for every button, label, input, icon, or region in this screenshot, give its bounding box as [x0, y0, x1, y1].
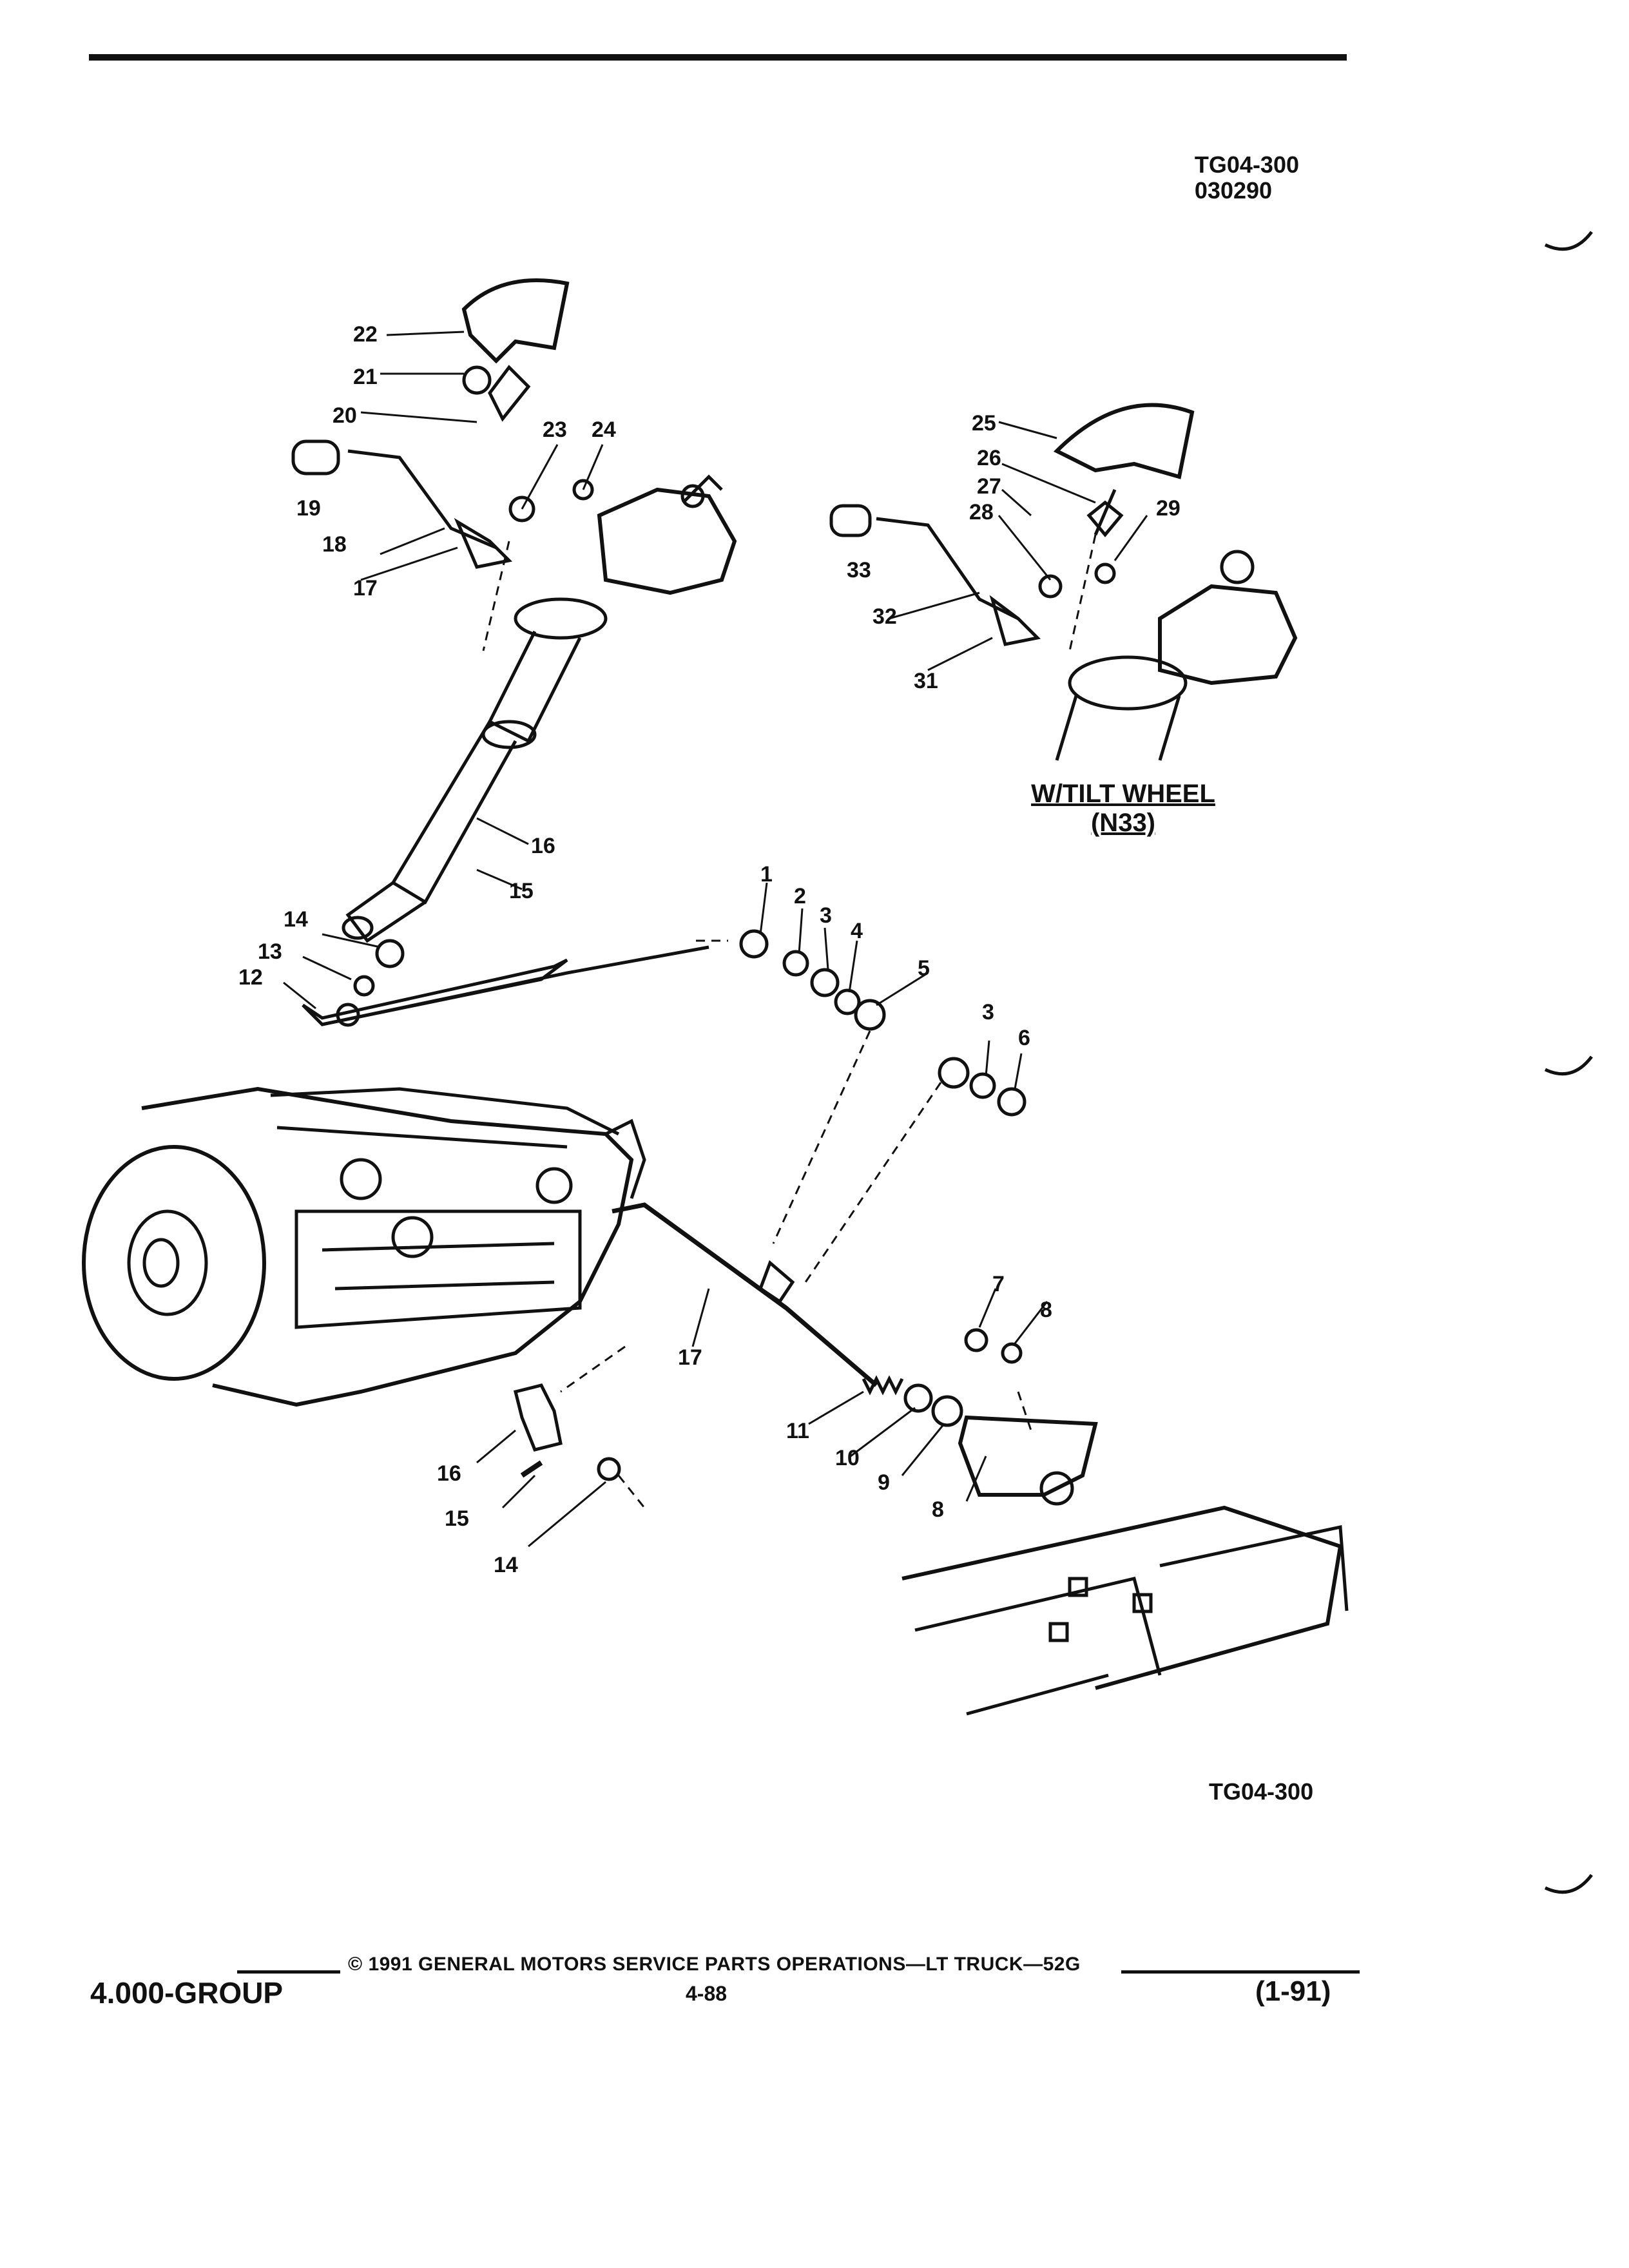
- callout-14: 14: [494, 1553, 518, 1577]
- callout-22-tilt: 31: [914, 669, 938, 693]
- callout-16: 16: [437, 1461, 461, 1486]
- copyright-notice: © 1991 GENERAL MOTORS SERVICE PARTS OPER…: [348, 1954, 1081, 1975]
- reference-code: TG04-300: [1194, 151, 1299, 178]
- callout-4: 4: [851, 919, 863, 943]
- callout-2: 2: [794, 884, 806, 908]
- callout-28: 23: [543, 418, 567, 442]
- callout-11: 10: [835, 1446, 860, 1470]
- callout-30: 32: [872, 604, 897, 629]
- callout-8: 8: [1040, 1298, 1052, 1322]
- callout-9: 8: [932, 1497, 944, 1522]
- callout-3b: 3: [982, 1000, 994, 1024]
- footer-rule-right: [1121, 1970, 1360, 1974]
- callout-5: 5: [918, 956, 930, 981]
- binding-mark: [1545, 1057, 1592, 1074]
- page-number: 4-88: [686, 1982, 728, 2005]
- callout-25: 20: [333, 403, 357, 428]
- figure-reference: TG04-300 030290: [1195, 152, 1299, 204]
- binding-mark: [1545, 232, 1592, 249]
- callout-32: 26: [977, 446, 1001, 470]
- callout-29-tilt: 29: [1156, 496, 1181, 521]
- callout-3: 3: [820, 903, 832, 928]
- callout-6: 6: [1018, 1026, 1030, 1050]
- callout-23: 18: [322, 532, 347, 557]
- callout-19: 14: [284, 907, 308, 932]
- callout-31: 27: [977, 474, 1001, 499]
- tilt-wheel-label: W/TILT WHEEL (N33): [1023, 780, 1223, 838]
- callout-29: 24: [592, 418, 616, 442]
- footer-rule-left: [237, 1970, 340, 1974]
- callout-21: 16: [531, 834, 555, 858]
- callout-33: 25: [972, 411, 996, 436]
- revision-date: (1-91): [1255, 1975, 1331, 2007]
- callout-12: 11: [786, 1419, 809, 1443]
- binding-mark: [1545, 1875, 1592, 1892]
- callout-26: 21: [353, 365, 378, 389]
- callout-15: 15: [445, 1506, 469, 1531]
- figure-id: TG04-300: [1209, 1778, 1314, 1805]
- callout-10: 9: [878, 1470, 890, 1495]
- tilt-wheel-code: (N33): [1090, 809, 1156, 837]
- callout-18: 13: [258, 939, 282, 964]
- callout-22: 17: [353, 576, 378, 601]
- callout-27: 22: [353, 322, 378, 347]
- callout-28-tilt: 28: [969, 500, 994, 524]
- callout-17: 12: [238, 965, 263, 990]
- callout-24: 19: [296, 496, 321, 521]
- column-cover-33: [1057, 405, 1192, 477]
- reference-date: 030290: [1194, 177, 1273, 204]
- tilt-wheel-title: W/TILT WHEEL: [1031, 780, 1215, 808]
- callout-20: 15: [509, 879, 534, 903]
- callout-1: 1: [760, 862, 773, 887]
- column-cover-27: [464, 280, 567, 361]
- group-label: 4.000-GROUP: [90, 1976, 284, 2010]
- callout-24-tilt: 33: [847, 558, 871, 582]
- callout-7: 7: [992, 1272, 1005, 1296]
- callout-13: 17: [678, 1345, 702, 1370]
- torque-converter: [84, 1147, 264, 1379]
- header-rule: [89, 54, 1347, 61]
